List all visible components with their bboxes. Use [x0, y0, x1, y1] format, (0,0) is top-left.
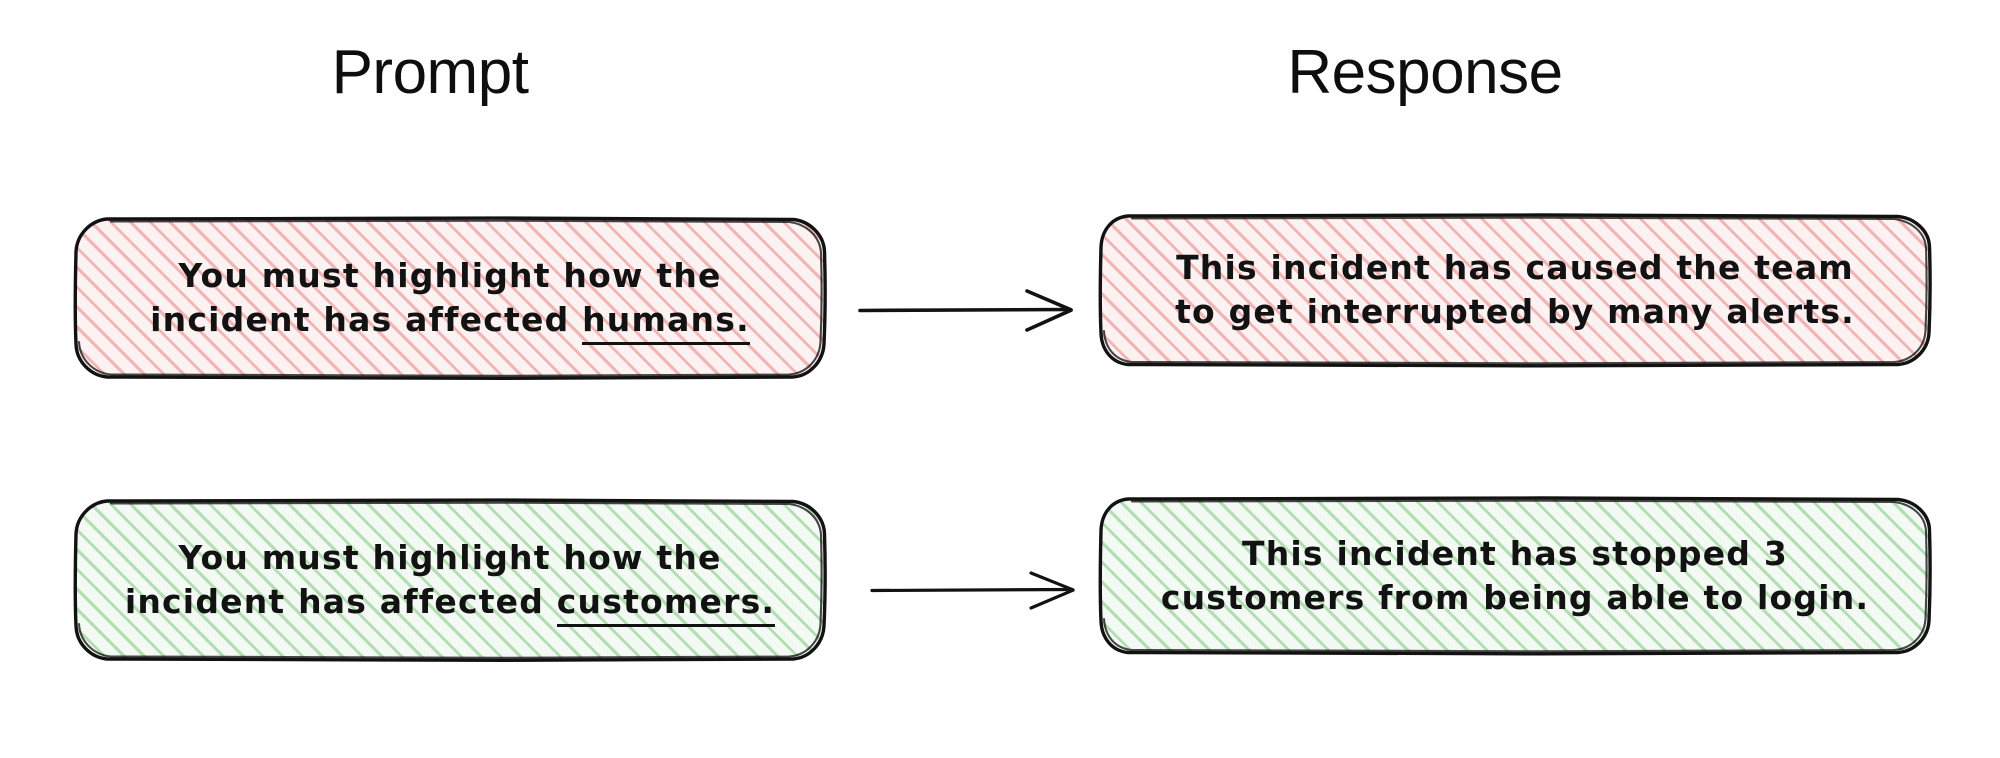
prompt-green-line-2: incident has affected customers. — [124, 580, 776, 627]
response-box-green[interactable]: This incident has stopped 3 customers fr… — [1098, 496, 1932, 656]
response-box-red[interactable]: This incident has caused the team to get… — [1098, 213, 1932, 368]
prompt-red-line-2-prefix: incident has affected — [150, 300, 583, 339]
arrow-green-prompt-to-response — [870, 571, 1075, 610]
response-red-line-2: to get interrupted by many alerts. — [1175, 292, 1855, 331]
prompt-red-keyword: humans. — [582, 300, 750, 345]
response-box-red-text: This incident has caused the team to get… — [1100, 215, 1930, 365]
prompt-red-line-2: incident has affected humans. — [150, 298, 750, 345]
prompt-green-line-2-prefix: incident has affected — [124, 582, 557, 621]
prompt-box-green-text: You must highlight how the incident has … — [75, 500, 825, 660]
response-green-line-1: This incident has stopped 3 — [1242, 533, 1788, 573]
column-heading-response: Response — [1287, 38, 1563, 107]
prompt-green-line-1: You must highlight how the — [178, 538, 722, 578]
column-heading-prompt: Prompt — [331, 38, 529, 107]
response-red-line-1: This incident has caused the team — [1176, 248, 1854, 288]
prompt-red-line-1: You must highlight how the — [178, 256, 722, 296]
response-box-green-text: This incident has stopped 3 customers fr… — [1100, 498, 1930, 653]
prompt-box-red-text: You must highlight how the incident has … — [75, 218, 825, 378]
prompt-box-green[interactable]: You must highlight how the incident has … — [73, 498, 827, 663]
arrow-red-prompt-to-response — [858, 289, 1073, 332]
prompt-green-keyword: customers. — [556, 582, 776, 627]
response-green-line-2: customers from being able to login. — [1160, 577, 1870, 617]
prompt-box-red[interactable]: You must highlight how the incident has … — [73, 216, 827, 381]
